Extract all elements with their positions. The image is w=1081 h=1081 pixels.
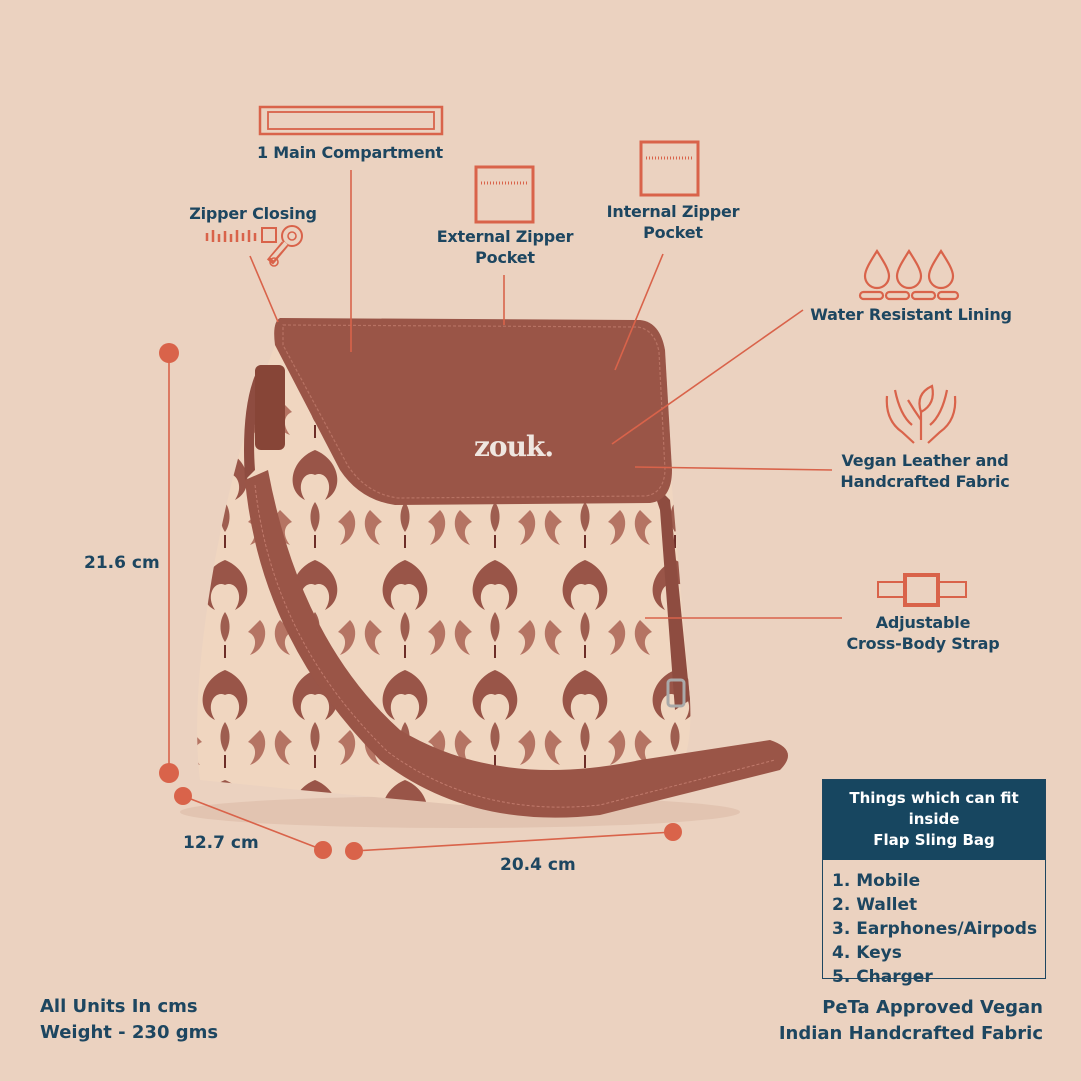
list-item: 2. Wallet [832,895,918,915]
hands-leaf-icon [885,384,957,444]
feature-label-line1: Adjustable [875,613,971,632]
dimension-height: 21.6 cm [84,553,160,573]
zipper-icon [205,225,303,267]
feature-label-line2: Pocket [643,223,703,242]
dimension-depth: 12.7 cm [183,833,259,853]
peta-line2: Indian Handcrafted Fabric [778,1023,1043,1044]
strap-buckle-icon [877,573,967,607]
list-item: 1. Mobile [832,871,921,891]
list-item: 3. Earphones/Airpods [832,919,1038,939]
feature-label-line2: Handcrafted Fabric [840,472,1010,491]
external-pocket-icon [474,165,535,224]
dimension-width: 20.4 cm [500,855,576,875]
feature-strap: Adjustable Cross-Body Strap [840,612,1006,654]
feature-label-line1: Vegan Leather and [841,451,1009,470]
units-note: All Units In cms [40,996,198,1017]
fits-inside-title-line1: Things which can fit inside [849,789,1019,828]
brand-logo: zouk. [474,430,553,463]
feature-main-compartment: 1 Main Compartment [250,142,450,163]
compartment-icon [258,105,444,136]
list-item: 5. Charger [832,967,933,987]
footer-units-weight: All Units In cms Weight - 230 gms [40,994,218,1046]
feature-label-line1: External Zipper [436,227,574,246]
feature-label-line2: Cross-Body Strap [846,634,1000,653]
fits-inside-title-line2: Flap Sling Bag [873,831,995,849]
feature-label: 1 Main Compartment [256,143,444,162]
internal-pocket-icon [639,140,700,197]
feature-internal-pocket: Internal Zipper Pocket [600,201,746,243]
feature-label: Zipper Closing [189,204,317,223]
footer-peta: PeTa Approved Vegan Indian Handcrafted F… [779,995,1043,1047]
weight-note: Weight - 230 gms [40,1022,219,1043]
fits-inside-list: 1. Mobile 2. Wallet 3. Earphones/Airpods… [823,860,1045,989]
feature-external-pocket: External Zipper Pocket [430,226,580,268]
feature-label-line1: Internal Zipper [606,202,740,221]
feature-vegan-leather: Vegan Leather and Handcrafted Fabric [836,450,1014,492]
list-item: 4. Keys [832,943,902,963]
fits-inside-header: Things which can fit inside Flap Sling B… [823,780,1045,860]
water-drops-icon [858,248,960,301]
feature-water-resistant: Water Resistant Lining [810,304,1012,325]
feature-label-line2: Pocket [475,248,535,267]
feature-zipper-closing: Zipper Closing [183,203,323,224]
feature-label: Water Resistant Lining [810,305,1012,324]
fits-inside-box: Things which can fit inside Flap Sling B… [822,779,1046,987]
peta-line1: PeTa Approved Vegan [822,997,1043,1018]
